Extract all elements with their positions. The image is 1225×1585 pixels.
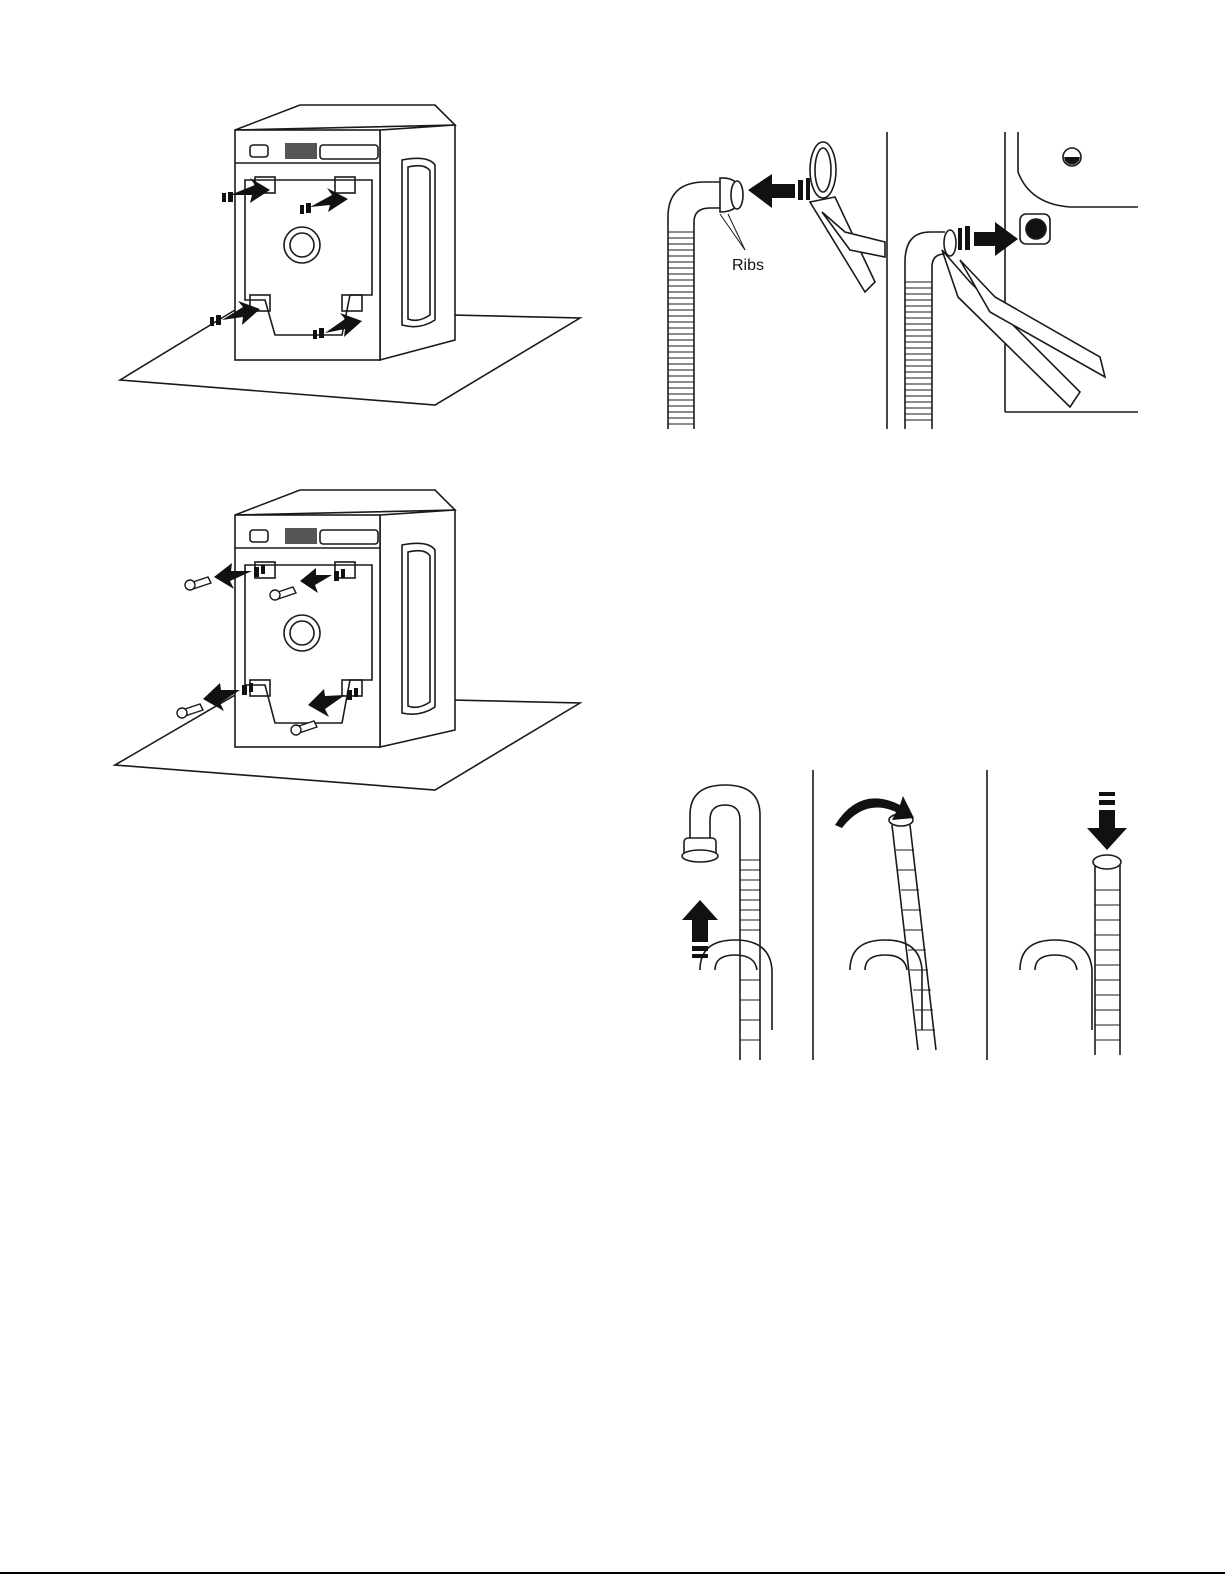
drain-hose-connect-figure: Ribs: [660, 132, 1150, 432]
drain-hose-form-steps-icon: [660, 770, 1150, 1065]
washer-rear-bolts-remove-icon: [110, 485, 590, 805]
footer-rule: [0, 1572, 1225, 1574]
drain-hose-form-figure: [660, 770, 1150, 1065]
ribs-label: Ribs: [732, 257, 764, 274]
washer-back-remove-figure: [110, 485, 590, 805]
drain-hose-clamp-pliers-icon: Ribs: [660, 132, 1150, 432]
washer-rear-plugs-insert-icon: [110, 95, 590, 415]
washer-back-install-figure: [110, 95, 590, 415]
